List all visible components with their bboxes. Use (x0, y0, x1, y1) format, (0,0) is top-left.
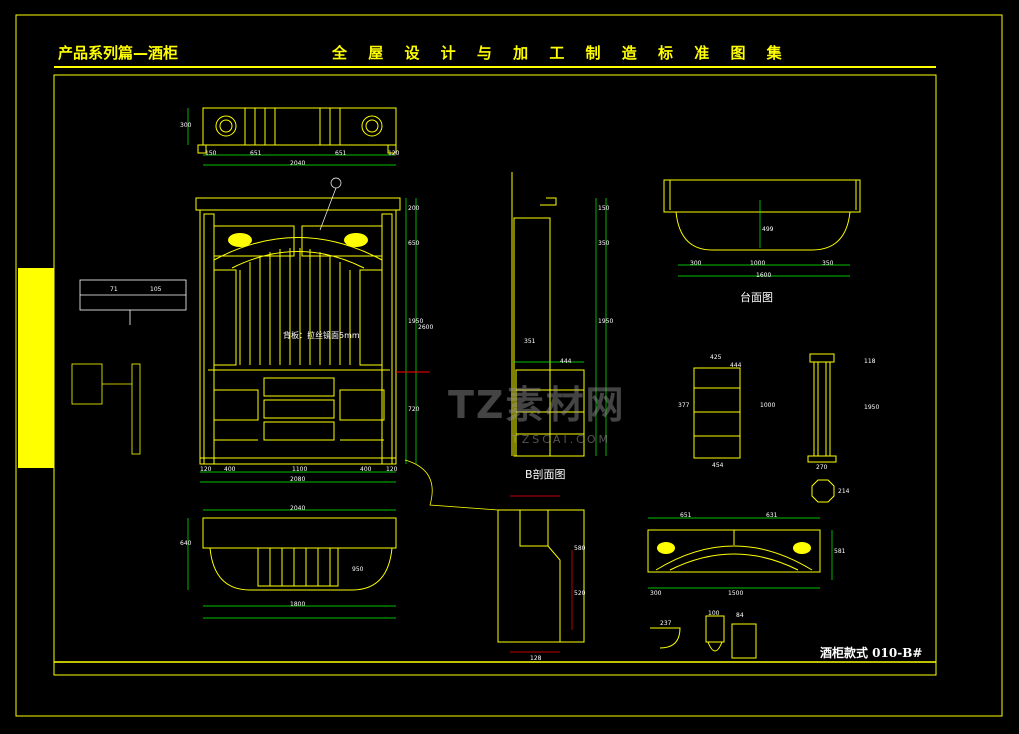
top-plan-view (197, 107, 397, 154)
side-unit (693, 367, 741, 459)
front-elevation (195, 197, 401, 465)
dim-label: 200 (408, 205, 420, 212)
dim-label: 651 (335, 150, 347, 157)
dim-label: 105 (150, 286, 162, 293)
dim-label: 350 (822, 260, 834, 267)
header-left-title: 产品系列篇—酒柜 (58, 44, 179, 62)
counter-plan (663, 179, 861, 251)
back-panel-note: 背板：拉丝镜面5mm (283, 331, 360, 340)
dim-label: 1800 (290, 601, 306, 608)
column (807, 353, 837, 503)
dim-label: 400 (360, 466, 372, 473)
dim-label: 520 (574, 590, 586, 597)
dim-label: 377 (678, 402, 690, 409)
arch-panel (647, 529, 821, 573)
counter-plan-caption: 台面图 (740, 291, 773, 304)
dim-label: 444 (560, 358, 572, 365)
dim-label: 454 (712, 462, 724, 469)
dim-label: 1100 (292, 466, 308, 473)
dim-label: 351 (524, 338, 536, 345)
dim-label: 150 (598, 205, 610, 212)
dim-label: 950 (352, 566, 364, 573)
dim-label: 1500 (728, 590, 744, 597)
dim-label: 499 (762, 226, 774, 233)
header-center-title: 全 屋 设 计 与 加 工 制 造 标 准 图 集 (332, 44, 790, 62)
arch-dims (648, 517, 833, 589)
dim-label: 71 (110, 286, 118, 293)
dim-label: 2600 (418, 324, 434, 331)
dim-label: 118 (864, 358, 876, 365)
dim-label: 720 (408, 406, 420, 413)
dim-label: 84 (736, 612, 744, 619)
model-label: 酒柜款式 010-B# (820, 646, 923, 660)
dim-label: 2040 (290, 505, 306, 512)
dim-label: 120 (200, 466, 212, 473)
dim-label: 2080 (290, 476, 306, 483)
section-b (511, 172, 585, 457)
dim-label: 270 (816, 464, 828, 471)
top-plan-dims (187, 108, 396, 166)
dim-label: 1950 (864, 404, 880, 411)
dim-label: 580 (574, 545, 586, 552)
dim-label: 150 (205, 150, 217, 157)
dim-label: 400 (224, 466, 236, 473)
dim-label: 300 (690, 260, 702, 267)
dim-label: 651 (250, 150, 262, 157)
dim-label: 425 (710, 354, 722, 361)
section-b-dims (514, 198, 607, 456)
dim-label: 237 (660, 620, 672, 627)
dim-label: 100 (708, 610, 720, 617)
bracket-details (650, 615, 757, 659)
dim-label: 640 (180, 540, 192, 547)
dim-label: 1000 (750, 260, 766, 267)
outer-frame (15, 14, 1003, 717)
watermark-brand: TZ素材网 (448, 383, 626, 427)
detail-section (497, 509, 585, 643)
front-ornaments (228, 233, 368, 247)
dim-label: 650 (408, 240, 420, 247)
lower-plan-dims (187, 509, 396, 619)
dim-label: 2040 (290, 160, 306, 167)
lower-plan (202, 517, 397, 591)
dim-label: 300 (650, 590, 662, 597)
front-leader (319, 177, 342, 231)
watermark-url: TZSCAI.COM (512, 433, 612, 446)
front-dims (200, 198, 417, 483)
arch-ornaments (657, 542, 811, 554)
dim-label: 120 (388, 150, 400, 157)
dim-label: 1000 (760, 402, 776, 409)
inset-detail (79, 279, 187, 325)
section-b-caption: B剖面图 (525, 468, 566, 481)
dim-label: 651 (680, 512, 692, 519)
counter-dims (678, 200, 850, 277)
dim-label: 1600 (756, 272, 772, 279)
left-detail (71, 363, 141, 455)
detail-dims (510, 495, 573, 653)
dim-label: 631 (766, 512, 778, 519)
dim-label: 444 (730, 362, 742, 369)
dim-label: 300 (180, 122, 192, 129)
dim-label: 581 (834, 548, 846, 555)
dim-label: 120 (386, 466, 398, 473)
dim-label: 214 (838, 488, 850, 495)
dim-label: 350 (598, 240, 610, 247)
connector-curve (404, 459, 499, 511)
side-tab (18, 268, 54, 468)
dim-label: 1950 (598, 318, 614, 325)
dim-label: 128 (530, 655, 542, 662)
dim-label: 1950 (408, 318, 424, 325)
